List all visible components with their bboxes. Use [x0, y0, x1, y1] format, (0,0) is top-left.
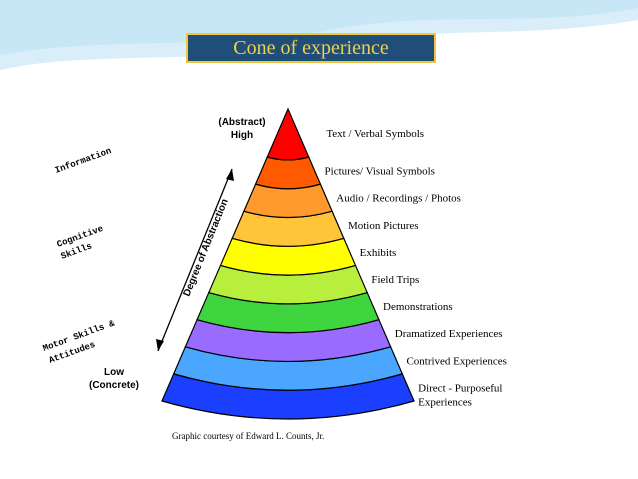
slide-title: Cone of experience [186, 33, 436, 63]
bottom-label-concrete: (Concrete) [89, 380, 139, 391]
cone-layer-2 [254, 156, 322, 190]
layer-label-9: Contrived Experiences [406, 355, 507, 367]
layer-label-3: Audio / Recordings / Photos [336, 193, 461, 205]
abstraction-arrow-head-bottom [156, 339, 164, 351]
layer-label-7: Demonstrations [383, 301, 453, 313]
abstraction-arrow-line [157, 168, 233, 352]
cone-layers [161, 107, 415, 420]
layer-label-6: Field Trips [371, 274, 419, 286]
side-label-information: Information [54, 146, 113, 176]
cone-layer-1 [266, 107, 310, 161]
layer-label-4: Motion Pictures [348, 220, 419, 232]
cone-of-experience-diagram: (Abstract) High Low (Concrete) Degree of… [36, 101, 583, 443]
layer-label-2: Pictures/ Visual Symbols [325, 166, 435, 178]
layer-label-10: Direct - Purposeful [418, 382, 502, 394]
abstraction-arrow-head-top [226, 169, 234, 181]
layer-label-8: Dramatized Experiences [395, 328, 503, 340]
credit-line: Graphic courtesy of Edward L. Counts, Jr… [172, 431, 324, 441]
layer-label-10-line2: Experiences [418, 396, 472, 408]
layer-label-5: Exhibits [360, 247, 397, 259]
top-label-abstract: (Abstract) [218, 117, 265, 128]
top-label-high: High [231, 130, 253, 141]
layer-label-1: Text / Verbal Symbols [326, 128, 424, 140]
bottom-label-low: Low [104, 367, 124, 378]
